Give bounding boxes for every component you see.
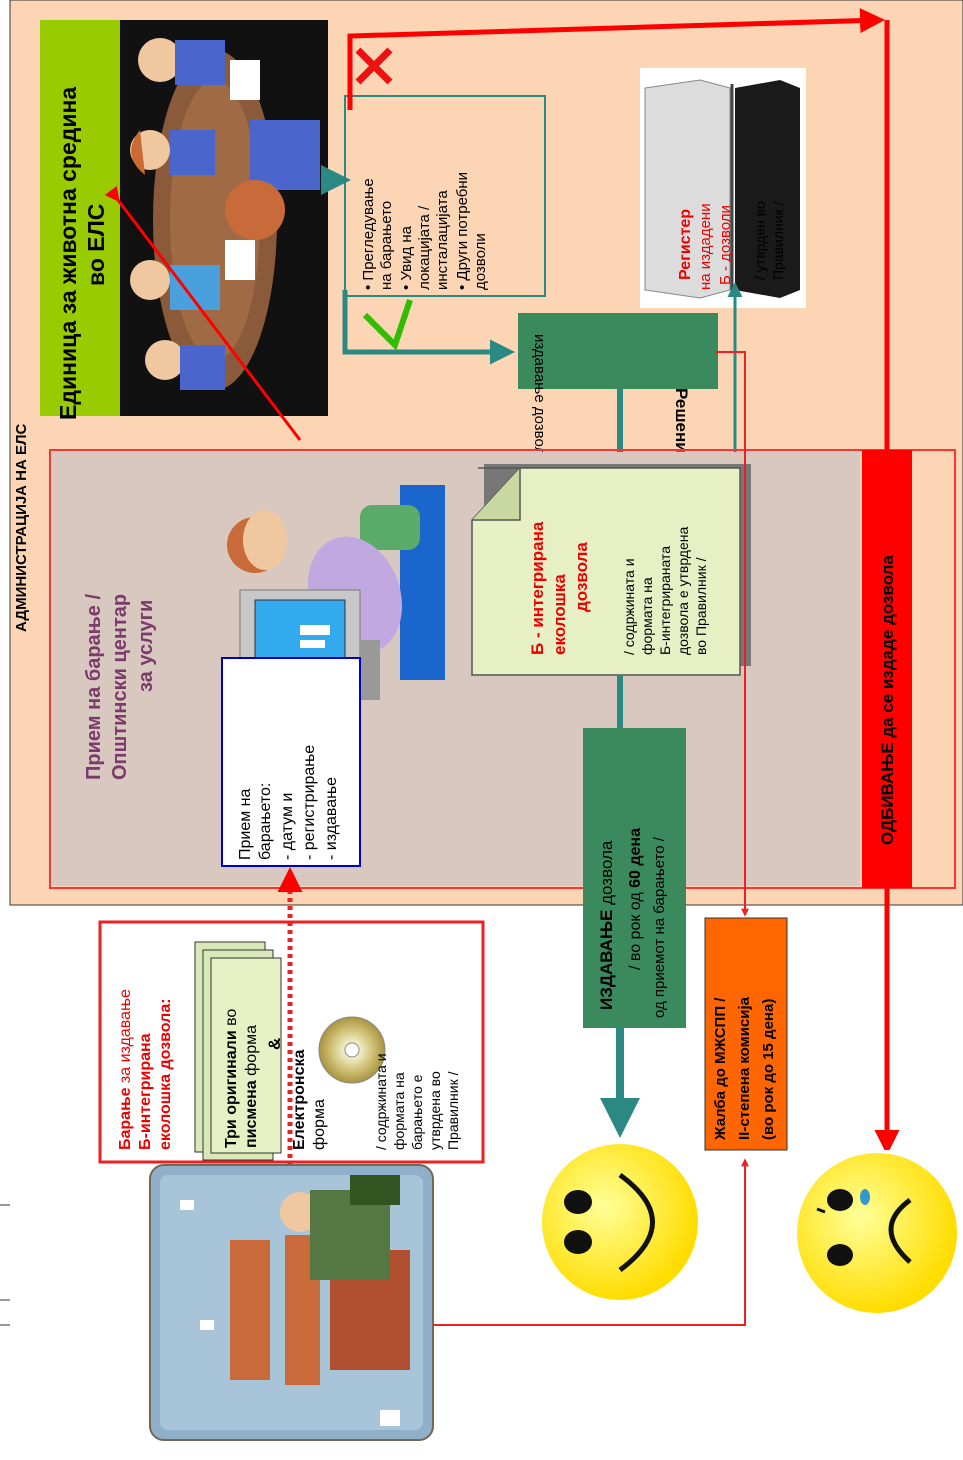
arrow-reject-top: [347, 8, 885, 110]
permit-title-line3: дозвола: [572, 542, 591, 612]
permit-note-line: формата на: [639, 577, 655, 655]
reception-box-line: - регистрирање: [301, 745, 318, 860]
issuing-line2-pre: / во рок од: [627, 888, 644, 970]
register-line2: на издадени: [697, 203, 714, 290]
environment-unit: Единица за животна средина во ЕЛС: [40, 20, 328, 441]
reception-box-line: - издавање: [323, 777, 340, 860]
issuing-line2-bold: 60 дена: [627, 828, 644, 888]
reception-line1: Прием на барање /: [83, 594, 105, 780]
permit-note-line: Б-интегрираната: [657, 546, 673, 655]
issuing-line1: ИЗДАВАЊЕ дозвола: [597, 840, 616, 1010]
electronic-label: Електронска: [291, 1050, 308, 1150]
review-items: • Прегледување на барањето • Увид на лок…: [360, 172, 489, 290]
review-item: • Прегледување: [360, 178, 377, 290]
environment-unit-title-line2: во ЕЛС: [83, 204, 109, 286]
arrow-approve-to-decision: [342, 290, 515, 365]
refusal-label: ОДБИВАЊЕ да се издаде дозвола: [878, 555, 897, 845]
appeal-box: [704, 917, 788, 1151]
decision-line2: издавање дозвола: [531, 334, 548, 464]
factory-illustration: [149, 1164, 434, 1441]
review-item: • Други потребни: [454, 172, 471, 290]
appeal-line3: (во рок до 15 дена): [760, 999, 777, 1140]
arrow-applicant-to-appeal: [433, 1158, 749, 1326]
environment-unit-title-line1: Единица за животна средина: [55, 87, 81, 420]
refusal-bar: [862, 450, 912, 888]
reception-box-line: барањето:: [257, 783, 274, 860]
permit-note-line: во Правилник /: [693, 557, 709, 655]
request-note-line: / содржината и: [373, 1053, 389, 1150]
register-line3: Б - дозволи: [717, 205, 734, 285]
reception-line2: Општински центар: [109, 594, 131, 780]
paper-stack-icon: [194, 941, 282, 1161]
paper-line1-rest: во: [223, 1009, 240, 1031]
check-mark-icon: [362, 299, 413, 351]
request-note-line: формата на: [391, 1072, 407, 1150]
paper-line2-bold: писмена: [243, 1080, 260, 1148]
review-item: • Увид на: [398, 225, 415, 290]
refusal-label-bold: ОДБИВАЊЕ: [878, 742, 897, 845]
request-note-line: утврдена во: [427, 1071, 443, 1150]
permit-note-line: дозвола е утврдена: [675, 527, 691, 655]
permit-title-line1: Б - интегрирана: [528, 521, 547, 655]
paper-line2: писмена форма: [243, 1025, 260, 1148]
review-item: на барањето: [378, 201, 395, 290]
register-title: Регистер: [677, 209, 694, 280]
decision-box: [518, 313, 718, 389]
appeal-line1: Жалба до МЖСПП /: [712, 997, 729, 1141]
cd-disc-icon: [318, 1016, 386, 1084]
reception-box-line: Прием на: [237, 788, 254, 860]
request-note-line: Правилник /: [445, 1071, 461, 1150]
reception-box-line: - датум и: [279, 793, 296, 860]
electronic-form-label: форма: [311, 1099, 328, 1150]
issuing-line3: од приемот на барањето /: [651, 836, 668, 1018]
register-line4: / утврден во: [752, 201, 768, 280]
issuing-box: [583, 728, 686, 1028]
reception-line3: за услуги: [135, 600, 157, 692]
request-note-line: барањето е: [409, 1074, 425, 1150]
ampersand: &: [265, 1038, 284, 1050]
register-book-icon: [640, 68, 806, 308]
request-title-rest: за издавање: [117, 989, 134, 1088]
issuing-line1-rest: дозвола: [597, 840, 616, 910]
administration-title: АДМИНИСТРАЦИЈА НА ЕЛС: [13, 423, 30, 632]
review-item: инсталацијата: [434, 190, 451, 290]
review-box: [344, 95, 546, 297]
register-line5: Правилник /: [770, 201, 786, 280]
permit-document: [471, 464, 751, 676]
refusal-label-rest: да се издаде дозвола: [878, 555, 897, 743]
x-mark-icon: [355, 47, 393, 85]
arrow-decision-to-appeal: [715, 351, 749, 917]
reception-outline: [49, 449, 956, 889]
review-item: локацијата /: [416, 205, 433, 290]
request-title-line1: Барање за издавање: [117, 989, 134, 1150]
review-item: дозволи: [472, 233, 489, 290]
request-title-red: Барање: [117, 1087, 134, 1150]
permit-note-line: / содржината и: [621, 558, 637, 655]
sad-smiley-icon: [790, 1150, 960, 1315]
issuing-line2: / во рок од 60 дена: [627, 828, 644, 970]
paper-line1: Три оригинали во: [223, 1009, 240, 1148]
paper-line2-rest: форма: [243, 1025, 260, 1080]
reception-box: [221, 657, 361, 867]
environment-unit-header: [40, 20, 120, 416]
permit-title-line2: еколошка: [550, 574, 569, 655]
paper-line1-bold: Три оригинали: [223, 1030, 240, 1148]
issuing-line1-bold: ИЗДАВАЊЕ: [597, 910, 616, 1010]
happy-smiley-icon: [542, 1144, 698, 1300]
request-title-line2: Б-интегрирана: [137, 1033, 154, 1150]
appeal-line2: II-степена комисија: [736, 996, 753, 1140]
request-title-line3: еколошка дозвола:: [157, 998, 174, 1150]
